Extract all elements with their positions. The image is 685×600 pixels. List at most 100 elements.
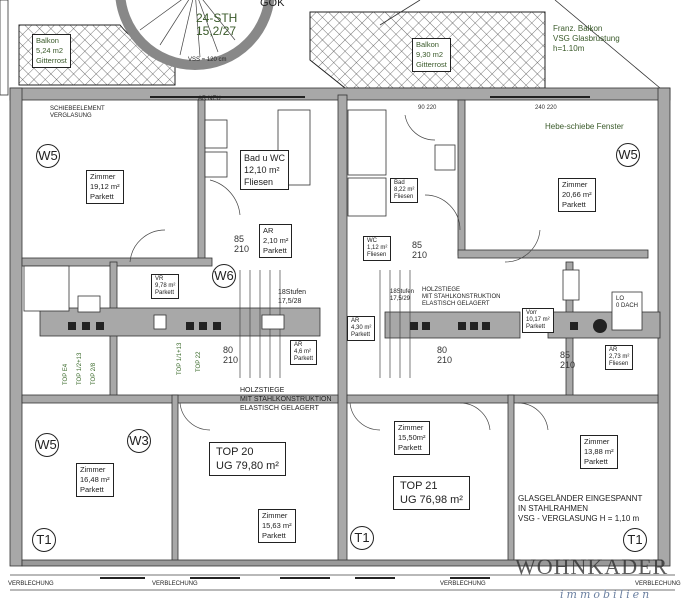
marker-w5: W5 (616, 143, 640, 167)
marker-w3: W3 (127, 429, 151, 453)
room-floor: Parkett (263, 246, 287, 255)
marker-t1: T1 (32, 528, 56, 552)
room-area: 15,50m² (398, 433, 426, 442)
room-floor: Parkett (262, 531, 286, 540)
room-name: Balkon (36, 36, 59, 45)
note-line: MIT STAHLKONSTRUKTION (240, 396, 332, 403)
shaft-markers (68, 319, 607, 333)
room-name: AR (263, 226, 274, 235)
schiebe-text: SCHIEBEELEMENT (50, 106, 105, 112)
door-width: 90 (418, 105, 425, 111)
room-name: Balkon (416, 40, 439, 49)
door-height: 210 (234, 244, 250, 254)
watermark-subtitle: immobilien (560, 588, 653, 600)
room-floor: Fliesen (244, 177, 274, 187)
room-name: AR (294, 342, 303, 348)
shaft-label: TOP 2/8 (91, 362, 97, 385)
note-line: HOLZSTIEGE (422, 287, 461, 293)
shaft-label: TOP 1/2+13 (77, 352, 83, 385)
unit-name: TOP 21 (400, 480, 438, 492)
door-width: 80 (223, 345, 234, 355)
room-name: Zimmer (90, 172, 116, 181)
stair-ratio: 15,2/27 (196, 24, 237, 38)
dach-text: 0 DACH (616, 303, 639, 309)
door-width: 85 (234, 234, 245, 244)
room-floor: Fliesen (609, 361, 629, 367)
room-name: WC (367, 238, 377, 244)
room-name: Vorr (526, 310, 538, 316)
room-area: 5,24 m2 (36, 46, 64, 55)
lo-text: LO (616, 296, 625, 302)
room-area: 1,12 m² (367, 245, 388, 251)
room-name: Zimmer (584, 437, 610, 446)
room-name: Zimmer (562, 180, 588, 189)
vss-label: VSS = 120 cm (188, 57, 227, 63)
door-width: 85 (560, 350, 571, 360)
windows (100, 96, 590, 579)
room-name: Bad (394, 180, 405, 186)
room-floor: Gitterrost (416, 60, 447, 69)
door-height: 220 (426, 105, 437, 111)
verglasung-text: VERGLASUNG (50, 113, 92, 119)
room-floor: Parkett (526, 324, 546, 330)
stair-steps: 18Stufen (390, 289, 415, 295)
note-line: HOLZSTIEGE (240, 387, 285, 394)
verblechung-label: VERBLECHUNG (635, 581, 681, 587)
note-line: ELASTISCH GELAGERT (240, 405, 319, 412)
stair-name: 24-STH (196, 11, 238, 25)
stair-steps: 18Stufen (278, 289, 307, 296)
door-arcs (129, 114, 549, 431)
room-name: VR (155, 276, 164, 282)
door-height: 210 (560, 360, 576, 370)
room-area: 9,30 m2 (416, 50, 444, 59)
window-width: 240 (535, 105, 546, 111)
note-line: VSG Glasbrüstung (553, 34, 620, 43)
room-name: AR (351, 318, 360, 324)
door-dim: 90 220 (418, 105, 436, 112)
door-height: 210 (437, 355, 453, 365)
note-line: VSG - VERGLASUNG H = 1,10 m (518, 514, 640, 523)
shaft-label: TOP 22 (196, 351, 202, 372)
marker-w5: W5 (36, 144, 60, 168)
room-area: 2,73 m² (609, 354, 630, 360)
room-floor: Parkett (562, 200, 586, 209)
room-area: 10,17 m² (526, 317, 550, 323)
door-width: 80 (437, 345, 448, 355)
room-floor: Parkett (584, 457, 608, 466)
room-floor: Parkett (294, 356, 314, 362)
room-area: 19,12 m² (90, 182, 120, 191)
note-line: ELASTISCH GELAGERT (422, 301, 490, 307)
note-line: Franz. Balkon (553, 24, 603, 33)
marker-w5: W5 (35, 433, 59, 457)
room-area: 2,10 m² (263, 236, 289, 245)
shaft-label: TOP 1/1+13 (177, 342, 183, 375)
room-floor: Gitterrost (36, 56, 67, 65)
room-floor: Fliesen (394, 194, 414, 200)
room-area: 9,78 m² (155, 283, 176, 289)
room-name: Bad u WC (244, 153, 286, 163)
room-floor: Parkett (80, 485, 104, 494)
